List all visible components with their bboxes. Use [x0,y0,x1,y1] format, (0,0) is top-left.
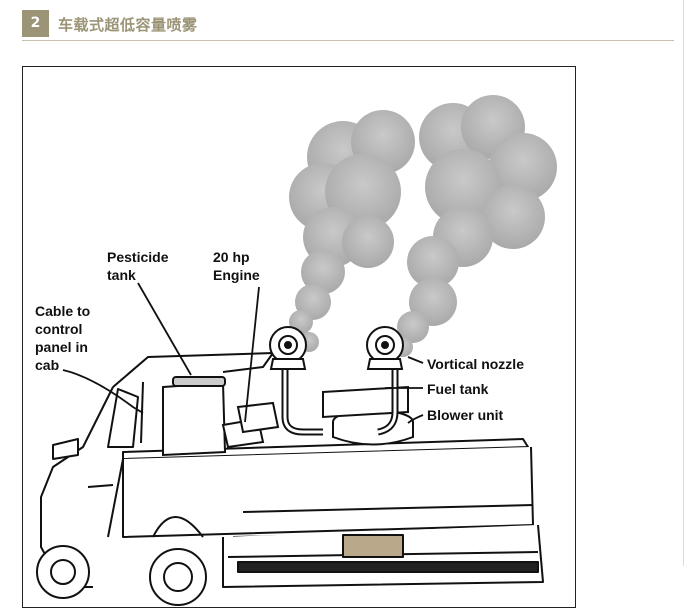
diagram-labels: Pesticide tank 20 hp Engine Cable to con… [35,249,524,423]
label-pesticide-tank-2: tank [107,267,136,283]
label-pesticide-tank-1: Pesticide [107,249,169,265]
section-number-badge: 2 [22,10,49,37]
section-title: 车载式超低容量喷雾 [58,16,198,34]
label-engine-1: 20 hp [213,249,250,265]
label-cable-2: control [35,321,82,337]
sprayer-diagram-frame: Pesticide tank 20 hp Engine Cable to con… [22,66,576,608]
sprayer-equipment [162,326,414,457]
label-fuel-tank: Fuel tank [427,381,489,397]
page-edge-divider [683,0,684,566]
pesticide-tank-shape [162,381,227,457]
smoke-plume-left [289,110,415,352]
smoke-plume-right [393,95,557,357]
label-engine-2: Engine [213,267,260,283]
section-header: 2 车载式超低容量喷雾 [22,10,674,41]
label-cable-4: cab [35,357,59,373]
truck-sprayer-illustration: Pesticide tank 20 hp Engine Cable to con… [35,95,557,606]
label-cable-3: panel in [35,339,88,355]
label-vortical-nozzle: Vortical nozzle [427,356,524,372]
label-cable-1: Cable to [35,303,90,319]
label-blower-unit: Blower unit [427,407,504,423]
leader-lines [62,282,424,424]
